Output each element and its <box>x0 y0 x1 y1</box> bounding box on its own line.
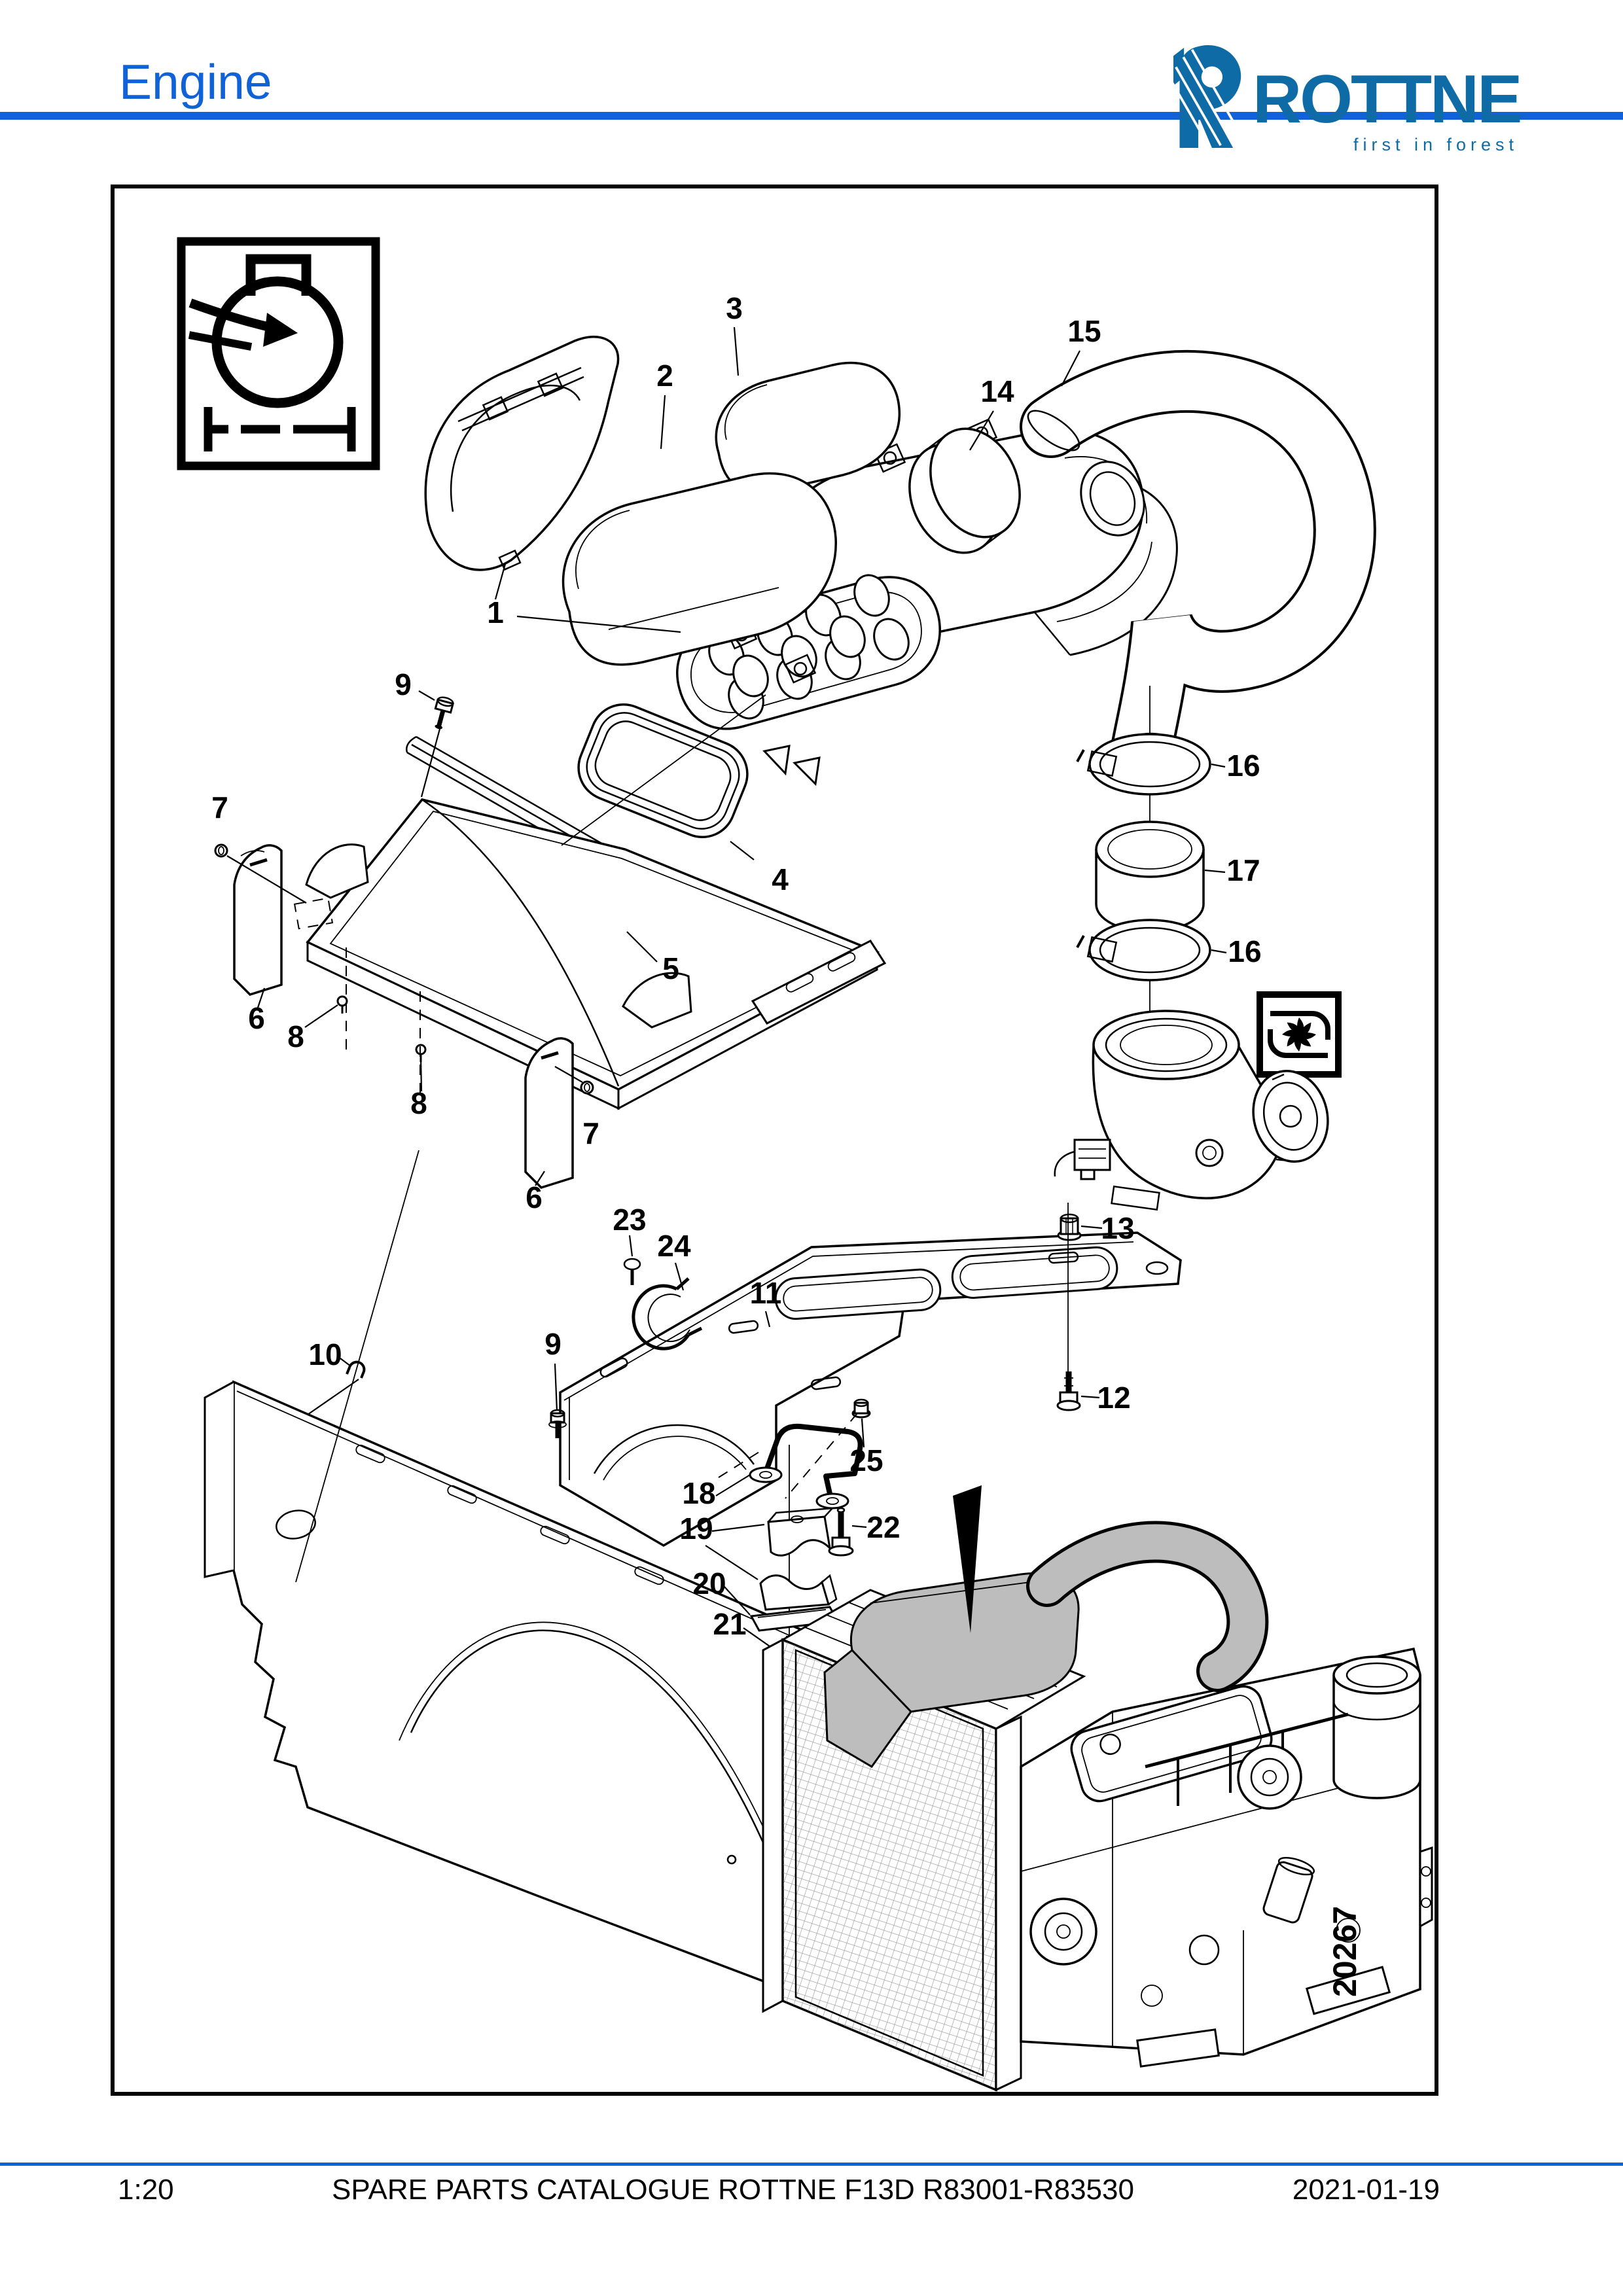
part-label-7: 7 <box>582 1116 599 1150</box>
nut-25 <box>851 1398 871 1419</box>
bolt-22 <box>828 1507 854 1557</box>
part-label-7: 7 <box>211 790 228 824</box>
part-label-16: 16 <box>1226 749 1260 783</box>
part-label-12: 12 <box>1097 1381 1130 1415</box>
air-intake-symbol <box>177 237 380 470</box>
fasteners <box>214 696 1082 1557</box>
leader-lines <box>226 327 1227 1656</box>
part-11-bracket <box>559 1231 1182 1547</box>
engine-assembly <box>762 1485 1433 2092</box>
part-label-5: 5 <box>662 951 679 985</box>
part-label-1: 1 <box>487 595 504 629</box>
part-14-ring <box>908 427 1021 554</box>
footer-scale: 1:20 <box>118 2174 174 2206</box>
part-1-end-cover <box>424 336 620 571</box>
pointer-wedge <box>953 1485 982 1633</box>
part-label-20: 20 <box>692 1566 726 1600</box>
footer-rule <box>0 2163 1623 2166</box>
logo-brand: ROTTNE <box>1253 62 1523 137</box>
part-label-9: 9 <box>395 667 412 701</box>
parts-23-24-clamp <box>623 1258 703 1351</box>
screw-7-right <box>580 1080 594 1095</box>
part-2-main-filter <box>562 472 837 666</box>
part-label-23: 23 <box>613 1203 646 1237</box>
part-label-24: 24 <box>657 1229 691 1263</box>
part-label-21: 21 <box>713 1607 746 1641</box>
part-label-16: 16 <box>1228 934 1261 968</box>
bolt-9-upper <box>434 696 455 730</box>
part-label-3: 3 <box>726 291 743 325</box>
part-label-18: 18 <box>682 1476 715 1510</box>
part-label-11: 11 <box>750 1276 782 1310</box>
part-label-4: 4 <box>772 862 789 896</box>
part-label-8: 8 <box>410 1086 427 1120</box>
part-label-8: 8 <box>287 1019 304 1053</box>
part-label-17: 17 <box>1226 853 1260 887</box>
figure-number: 20267 <box>1327 1906 1363 1997</box>
logo-tagline: first in forest <box>1353 135 1519 154</box>
part-6-flaps <box>233 844 574 1189</box>
part-label-6: 6 <box>248 1001 265 1035</box>
part-label-10: 10 <box>308 1337 342 1371</box>
rivet-8-left <box>336 995 348 1014</box>
footer-title: SPARE PARTS CATALOGUE ROTTNE F13D R83001… <box>332 2174 1134 2206</box>
part-label-19: 19 <box>679 1511 713 1545</box>
page-title: Engine <box>119 54 272 109</box>
clip-10 <box>346 1360 366 1379</box>
rottne-logo-icon <box>1173 44 1241 152</box>
part-label-6: 6 <box>526 1180 543 1214</box>
part-label-13: 13 <box>1101 1211 1134 1245</box>
screw-7-left <box>214 843 228 858</box>
bolt-12 <box>1056 1371 1081 1411</box>
footer-date: 2021-01-19 <box>1292 2174 1440 2206</box>
part-label-25: 25 <box>849 1443 883 1477</box>
part-label-9: 9 <box>544 1327 562 1361</box>
part-label-14: 14 <box>980 374 1014 408</box>
nut-13 <box>1057 1213 1082 1241</box>
parts-16-17-clamps-sleeve <box>1076 686 1211 1035</box>
part-label-2: 2 <box>656 359 673 393</box>
part-label-22: 22 <box>866 1510 900 1544</box>
intake-elbow <box>1054 1010 1329 1211</box>
bolt-9-lower <box>548 1409 567 1438</box>
part-label-15: 15 <box>1067 314 1101 348</box>
